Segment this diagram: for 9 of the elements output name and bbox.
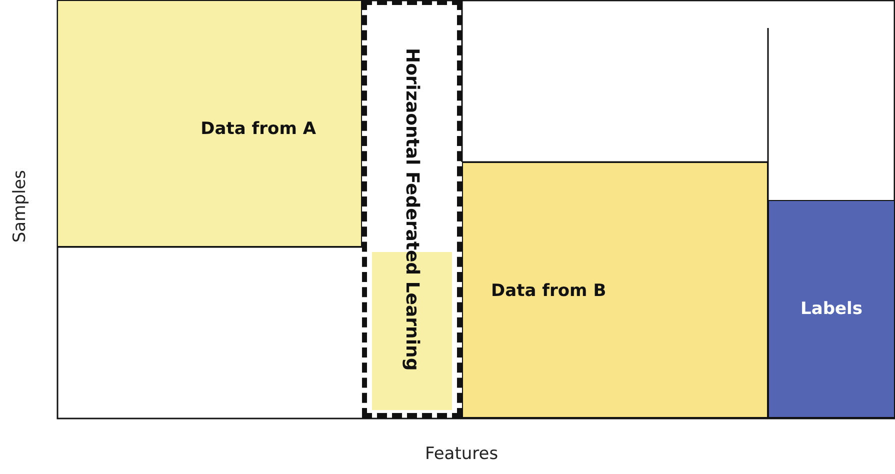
axis-label: Features <box>425 444 498 464</box>
node-label: Data from B <box>491 281 606 301</box>
axis-label: Samples <box>10 170 30 243</box>
label-column-box <box>768 200 895 418</box>
node-label: Data from A <box>200 119 316 139</box>
data-block <box>57 0 362 247</box>
node-label: Labels <box>800 299 862 319</box>
node-label: Horizaontal Federated Learning <box>402 48 422 370</box>
data-block <box>462 162 768 418</box>
